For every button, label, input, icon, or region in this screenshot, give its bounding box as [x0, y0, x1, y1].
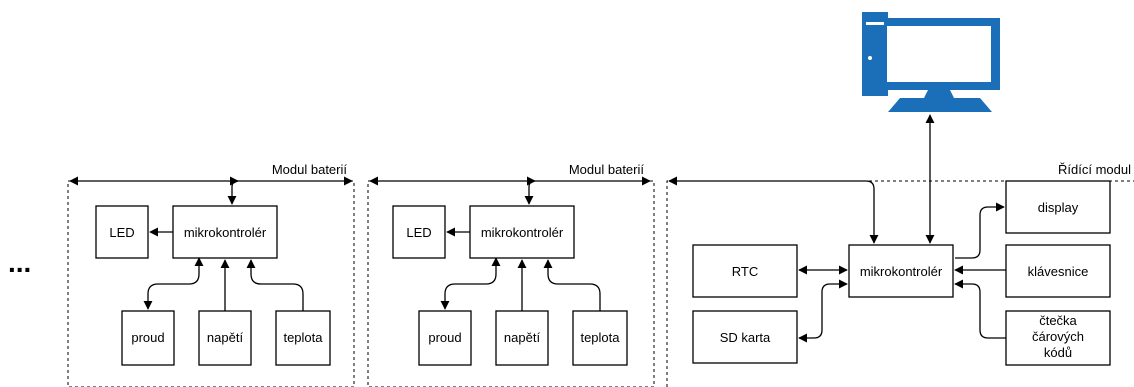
sd-card-box — [692, 310, 798, 364]
battery-module-1-temperature-link — [246, 259, 304, 311]
sd-card-link-arrow — [798, 279, 848, 343]
battery-module-2-voltage-box — [495, 310, 549, 366]
battery-module-2-led-box — [392, 205, 446, 259]
control-mcu-label: mikrokontrolér — [860, 264, 943, 279]
barcode-reader-box — [1005, 310, 1111, 366]
barcode-reader-label-line-2: čárových — [1032, 329, 1084, 344]
battery-module-1-temperature-label: teplota — [283, 330, 323, 345]
control-module-title: Řídící modul — [1058, 162, 1131, 177]
battery-module-2-current-label: proud — [428, 330, 461, 345]
battery-module-1-mcu-label: mikrokontrolér — [184, 225, 267, 240]
rtc-box — [692, 244, 798, 298]
control-module-frame — [666, 180, 1134, 387]
continuation-ellipsis: ... — [8, 247, 31, 278]
battery-module-1-voltage-box — [198, 310, 252, 366]
battery-module-2-temperature-label: teplota — [580, 330, 620, 345]
keyboard-label: klávesnice — [1028, 264, 1089, 279]
barcode-reader-label-line-1: čtečka — [1039, 313, 1077, 328]
battery-module-2-title: Modul baterií — [569, 162, 645, 177]
control-mcu-box — [848, 244, 954, 298]
battery-module-1-led-label: LED — [109, 225, 134, 240]
sd-card-label: SD karta — [720, 330, 771, 345]
display-link-arrow — [955, 202, 1005, 259]
battery-module-2-mcu-box — [469, 205, 575, 259]
battery-module-1: Modul baterií LED mikrokontrolér proud n… — [67, 162, 355, 387]
battery-module-1-current-box — [121, 310, 175, 366]
barcode-reader-link-arrow — [954, 279, 1006, 339]
keyboard-box — [1005, 244, 1111, 298]
battery-module-1-title: Modul baterií — [272, 162, 348, 177]
display-box — [1005, 180, 1111, 234]
desktop-computer-icon — [862, 12, 1000, 112]
battery-module-1-mcu-box — [172, 205, 278, 259]
battery-module-2-bus-link — [524, 176, 536, 205]
computer-keyboard-shape — [888, 98, 992, 112]
computer-power-led-shape — [868, 56, 872, 60]
battery-module-1-voltage-label: napětí — [207, 330, 244, 345]
battery-module-2-current-box — [418, 310, 472, 366]
control-module-bus-arrow — [668, 176, 879, 244]
battery-module-1-current-link — [143, 257, 204, 310]
rtc-label: RTC — [732, 264, 758, 279]
battery-module-1-led-box — [95, 205, 149, 259]
computer-drive-slot-shape — [866, 22, 884, 25]
display-label: display — [1038, 200, 1079, 215]
battery-module-2: Modul baterií LED mikrokontrolér proud n… — [367, 162, 655, 387]
battery-module-2-temperature-box — [572, 310, 628, 366]
computer-screen-shape — [887, 26, 991, 82]
barcode-reader-label-line-3: kódů — [1044, 345, 1072, 360]
computer-stand-shape — [924, 90, 954, 98]
control-module: Řídící modul mikrokontrolér RTC SD karta… — [666, 114, 1134, 387]
battery-module-2-current-link — [440, 257, 501, 310]
battery-module-1-current-label: proud — [131, 330, 164, 345]
battery-module-1-bus-link — [227, 176, 239, 205]
battery-module-2-voltage-label: napětí — [504, 330, 541, 345]
battery-module-2-mcu-label: mikrokontrolér — [481, 225, 564, 240]
battery-module-2-temperature-link — [543, 259, 601, 311]
battery-module-2-led-label: LED — [406, 225, 431, 240]
